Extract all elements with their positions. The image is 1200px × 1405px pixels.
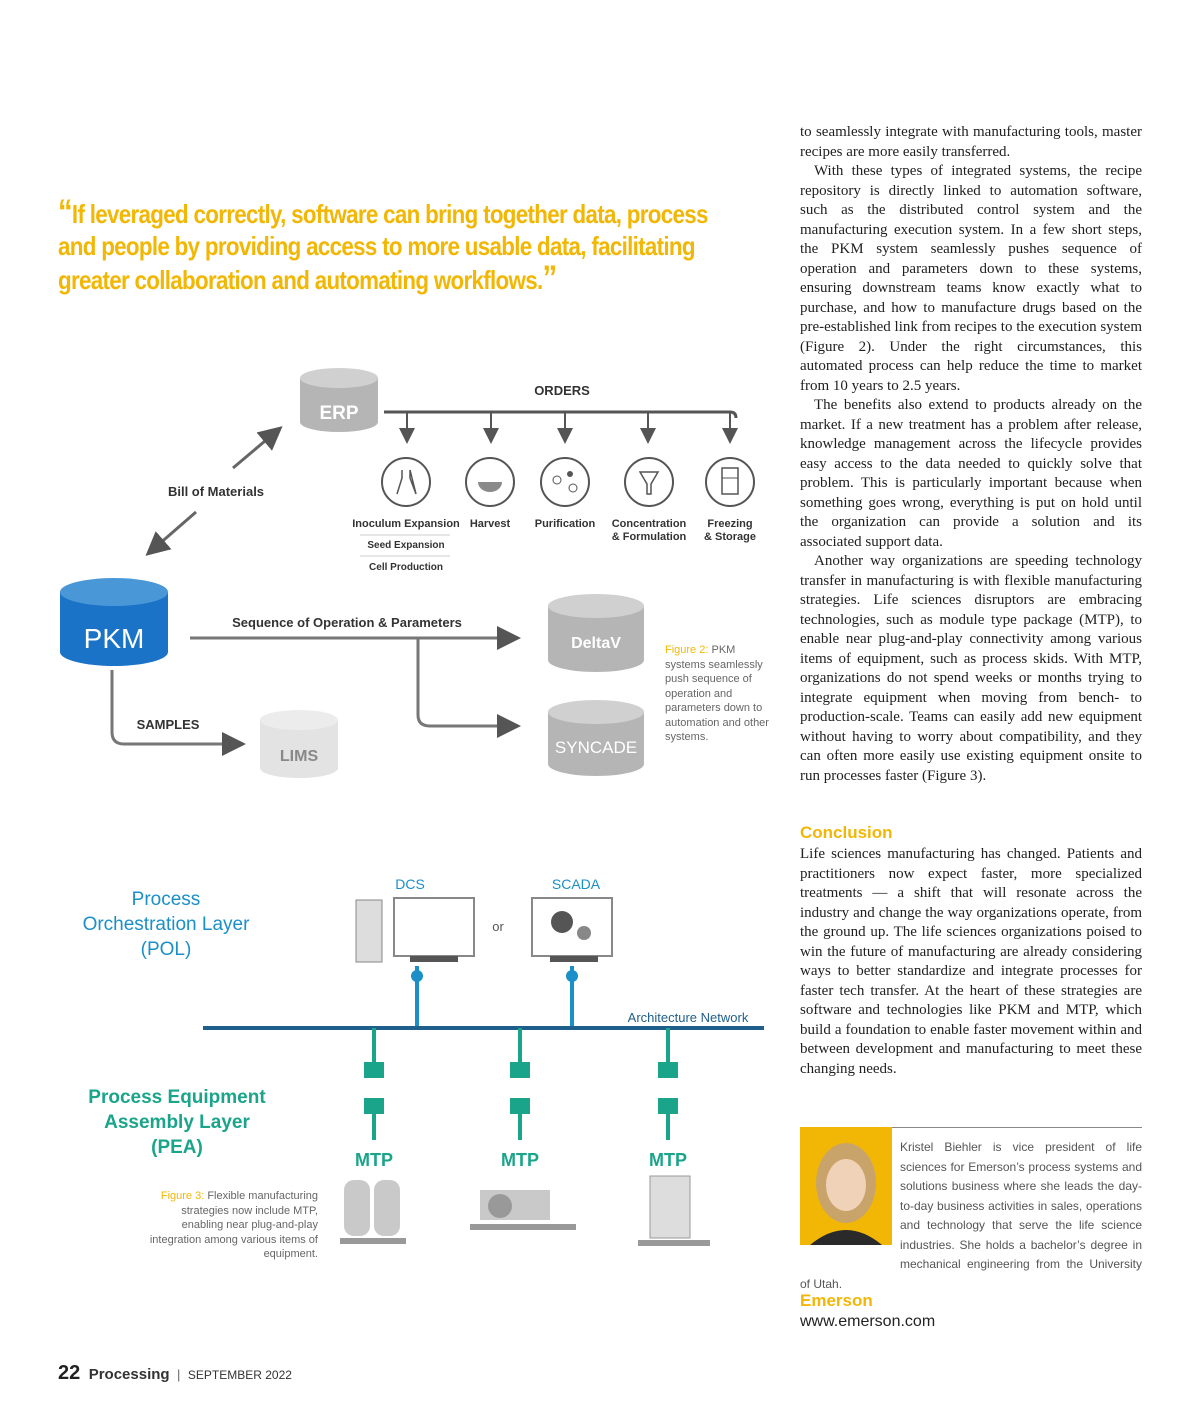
orders-label: ORDERS: [534, 383, 590, 398]
pol-label-3: (POL): [141, 939, 192, 960]
figure-2-caption-label: Figure 2:: [665, 644, 709, 656]
pull-quote-text: If leveraged correctly, software can bri…: [58, 199, 708, 295]
figure-2-caption-text: PKM systems seamlessly push sequence of …: [665, 644, 769, 743]
dcs-label: DCS: [395, 876, 425, 892]
step-label-freezing: Freezing: [707, 518, 752, 530]
paragraph: to seamlessly integrate with manufacturi…: [800, 124, 1142, 160]
syncade-cylinder: SYNCADE: [548, 700, 644, 776]
lims-label: LIMS: [280, 748, 319, 765]
figure-3-caption: Figure 3: Flexible manufacturing strateg…: [140, 1189, 318, 1262]
pump-skid-icon: [470, 1190, 576, 1230]
network-label: Architecture Network: [628, 1010, 749, 1025]
paragraph: The benefits also extend to products alr…: [800, 397, 1142, 550]
deltav-label: DeltaV: [571, 635, 621, 652]
filter-icon: [624, 457, 674, 507]
page-footer: 22 Processing | SEPTEMBER 2022: [58, 1362, 292, 1385]
plug-icon: [510, 1028, 530, 1140]
figure-3-caption-label: Figure 3:: [160, 1190, 205, 1202]
author-photo: [800, 1127, 892, 1245]
pull-quote: “If leveraged correctly, software can br…: [58, 193, 737, 297]
mtp-label-3: MTP: [649, 1150, 687, 1170]
figure-3-caption-text: Flexible manufacturing strategies now in…: [149, 1190, 318, 1260]
mtp-label-2: MTP: [501, 1150, 539, 1170]
close-quote-mark: ”: [542, 259, 558, 297]
cabinet-skid-icon: [638, 1175, 710, 1246]
step-label-formulation: & Formulation: [612, 531, 687, 543]
pol-label-2: Orchestration Layer: [83, 914, 251, 935]
syncade-label: SYNCADE: [555, 738, 637, 757]
sequence-label: Sequence of Operation & Parameters: [232, 615, 462, 630]
scada-monitor-icon: [531, 897, 613, 962]
paragraph: With these types of integrated systems, …: [800, 163, 1142, 394]
scada-label: SCADA: [552, 876, 601, 892]
company-url[interactable]: www.emerson.com: [800, 1313, 936, 1330]
figure-2-diagram: ERP ORDERS Inoculum Expansion Seed Expan…: [60, 368, 756, 778]
lims-cylinder: LIMS: [260, 710, 338, 778]
paragraph: Another way organizations are speeding t…: [800, 553, 1142, 784]
figure-2-caption: Figure 2: PKM systems seamlessly push se…: [665, 643, 770, 745]
flask-icon: [381, 457, 431, 507]
pea-label-3: (PEA): [151, 1137, 203, 1158]
author-bio: Kristel Biehler is vice president of lif…: [800, 1138, 1142, 1294]
pol-label-1: Process: [132, 889, 201, 910]
issue-date: SEPTEMBER 2022: [187, 1368, 292, 1382]
bill-of-materials-label: Bill of Materials: [168, 484, 264, 499]
author-bio-text: Kristel Biehler is vice president of lif…: [800, 1140, 1142, 1291]
step-label-inoculum: Inoculum Expansion: [352, 518, 460, 530]
paragraph: Life sciences manufacturing has changed.…: [800, 846, 1142, 1077]
sub-step-seed: Seed Expansion: [367, 540, 444, 551]
conclusion-heading: Conclusion: [800, 823, 893, 842]
sub-step-cell: Cell Production: [369, 562, 443, 573]
dcs-computer-icon: [355, 897, 475, 963]
article-body: to seamlessly integrate with manufacturi…: [800, 123, 1142, 786]
photo-spacer: [800, 1138, 900, 1256]
freezer-icon: [705, 457, 755, 507]
step-label-concentration: Concentration: [612, 518, 687, 530]
magazine-name: Processing: [88, 1366, 170, 1383]
step-label-storage: & Storage: [704, 531, 756, 543]
deltav-cylinder: DeltaV: [548, 594, 644, 672]
footer-separator: |: [177, 1367, 181, 1382]
or-label: or: [492, 919, 504, 934]
molecules-icon: [540, 457, 590, 507]
pea-label-1: Process Equipment: [88, 1087, 266, 1108]
figure-3-diagram: Process Orchestration Layer (POL) DCS SC…: [83, 876, 764, 1246]
page-number: 22: [58, 1362, 81, 1384]
step-label-harvest: Harvest: [470, 518, 511, 530]
samples-label: SAMPLES: [137, 717, 200, 732]
step-label-purification: Purification: [535, 518, 596, 530]
conclusion-body: Life sciences manufacturing has changed.…: [800, 845, 1142, 1079]
erp-cylinder: ERP: [300, 368, 378, 432]
open-quote-mark: “: [58, 193, 73, 231]
plug-icon: [364, 1028, 384, 1140]
pkm-cylinder: PKM: [60, 578, 168, 666]
pkm-label: PKM: [84, 623, 145, 654]
mtp-label-1: MTP: [355, 1150, 393, 1170]
author-divider: [800, 1127, 1142, 1128]
bowl-icon: [465, 457, 515, 507]
erp-label: ERP: [319, 403, 358, 424]
tank-skid-icon: [340, 1180, 406, 1244]
company-name: Emerson: [800, 1291, 873, 1310]
pea-label-2: Assembly Layer: [104, 1112, 250, 1133]
plug-icon: [658, 1028, 678, 1140]
